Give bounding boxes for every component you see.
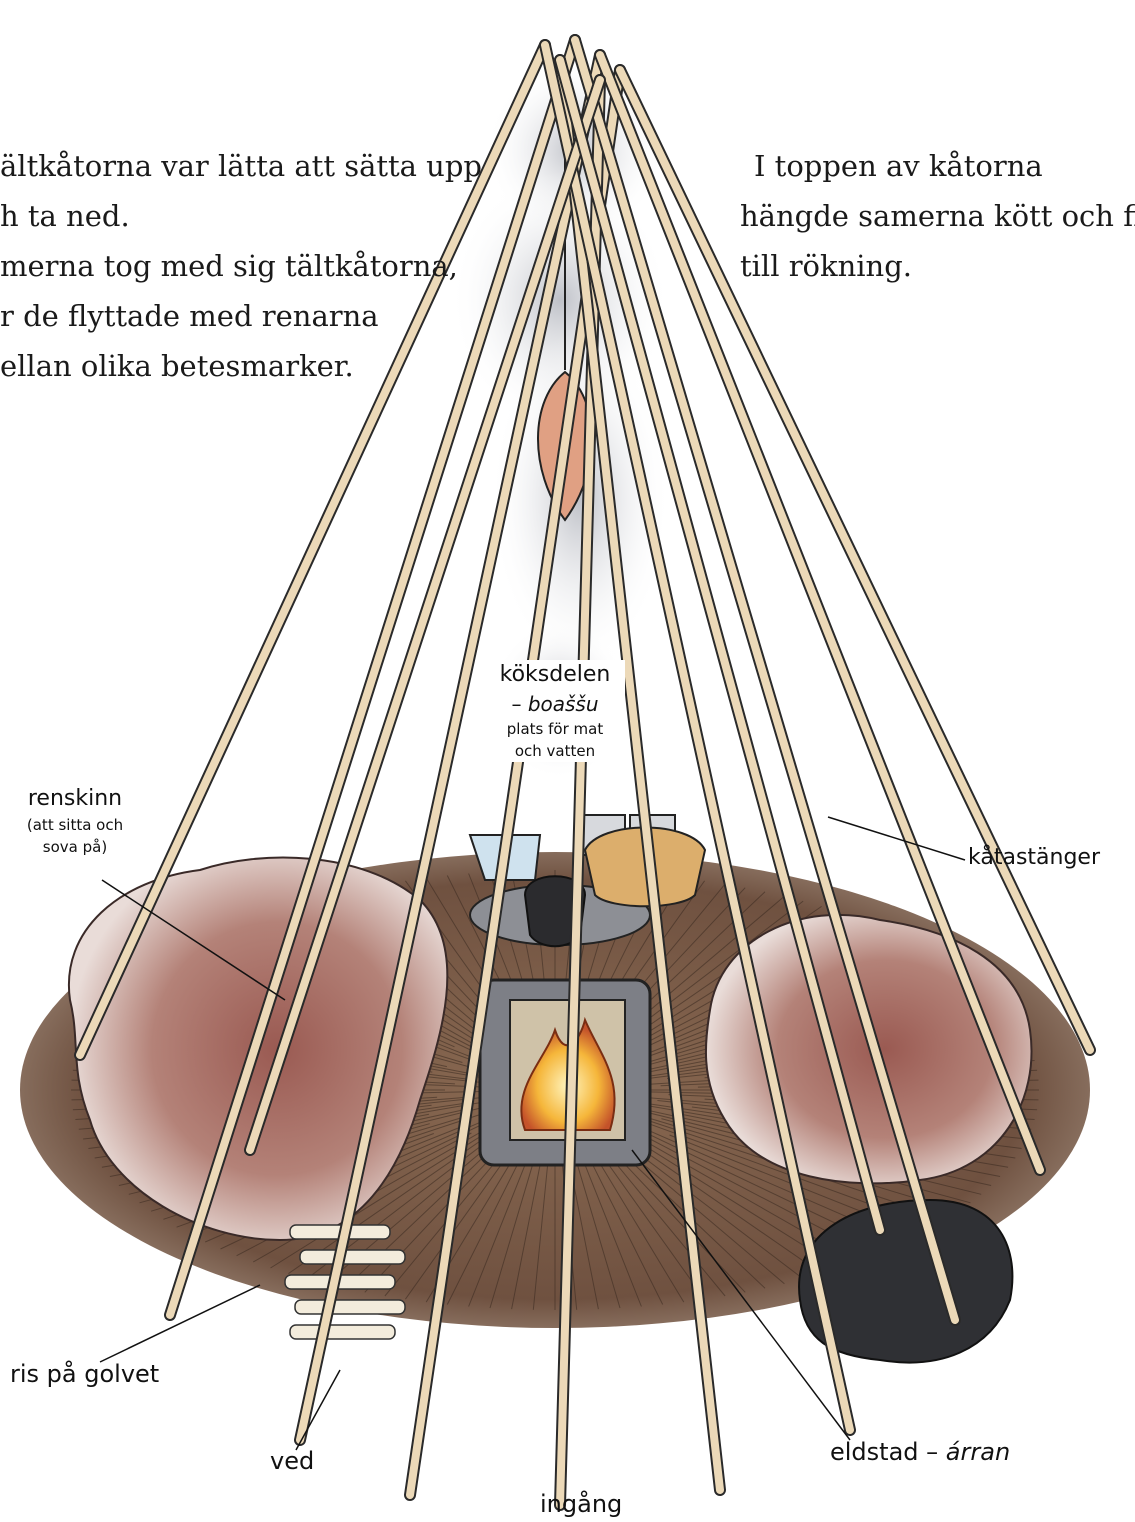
boassu-dash: – bbox=[511, 692, 521, 716]
arran-term: árran bbox=[946, 1438, 1010, 1466]
label-ingang: ingång bbox=[540, 1488, 622, 1520]
smoke-line-2: hängde samerna kött och fis bbox=[740, 191, 1135, 241]
intro-line-5: ellan olika betesmarker. bbox=[0, 341, 482, 391]
boassu-term: boaššu bbox=[528, 692, 599, 716]
intro-line-4: r de flyttade med renarna bbox=[0, 291, 482, 341]
renskinn-desc-2: sova på) bbox=[0, 836, 150, 858]
intro-line-2: h ta ned. bbox=[0, 191, 482, 241]
eldstad-text: eldstad – bbox=[830, 1438, 938, 1466]
label-ved: ved bbox=[270, 1445, 314, 1477]
smoke-line-3: till rökning. bbox=[740, 241, 1135, 291]
smoke-line-1: I toppen av kåtorna bbox=[740, 141, 1135, 191]
label-renskinn: renskinn (att sitta och sova på) bbox=[0, 784, 150, 858]
label-ris: ris på golvet bbox=[10, 1358, 159, 1390]
intro-text-left: ältkåtorna var lätta att sätta upp h ta … bbox=[0, 141, 482, 391]
koksdelen-title: köksdelen bbox=[485, 660, 625, 690]
label-katastanger: kåtastänger bbox=[968, 843, 1100, 873]
label-koksdelen: köksdelen – boaššu plats för mat och vat… bbox=[485, 660, 625, 762]
renskinn-desc-1: (att sitta och bbox=[0, 814, 150, 836]
intro-line-3: merna tog med sig tältkåtorna, bbox=[0, 241, 482, 291]
renskinn-title: renskinn bbox=[0, 784, 150, 814]
intro-line-1: ältkåtorna var lätta att sätta upp bbox=[0, 141, 482, 191]
intro-text-right: I toppen av kåtorna hängde samerna kött … bbox=[740, 141, 1135, 291]
koksdelen-desc-2: och vatten bbox=[485, 740, 625, 762]
koksdelen-desc-1: plats för mat bbox=[485, 718, 625, 740]
label-eldstad: eldstad – árran bbox=[830, 1436, 1010, 1468]
